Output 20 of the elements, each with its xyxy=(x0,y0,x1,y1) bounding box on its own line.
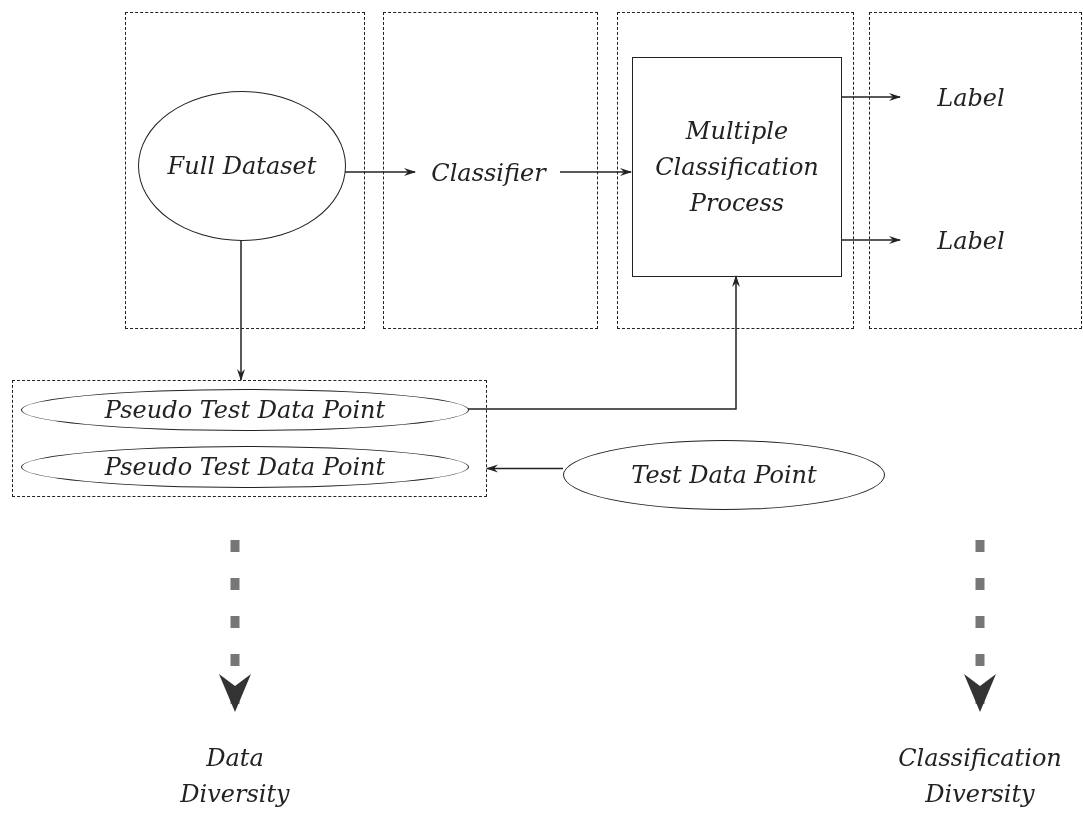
dotted-arrow xyxy=(964,540,996,712)
arrow xyxy=(840,93,901,101)
dashed-frame xyxy=(617,12,854,329)
arrow xyxy=(486,464,564,473)
arrow xyxy=(559,168,632,176)
dotted-arrow xyxy=(219,540,251,712)
arrow xyxy=(344,168,416,176)
arrow xyxy=(237,239,245,381)
output-label: Label xyxy=(901,219,1041,263)
dashed-frame xyxy=(383,12,598,329)
diversity-label: Data Diversity xyxy=(160,745,310,807)
arrow xyxy=(467,275,740,410)
dashed-frame xyxy=(125,12,365,329)
diversity-label: Classification Diversity xyxy=(880,745,1080,807)
process-box: Multiple Classification Process xyxy=(632,57,842,277)
dashed-frame xyxy=(869,12,1082,329)
classifier-label: Classifier xyxy=(416,149,561,197)
arrow xyxy=(840,236,901,244)
dashed-frame xyxy=(12,380,487,497)
output-label: Label xyxy=(901,76,1041,120)
